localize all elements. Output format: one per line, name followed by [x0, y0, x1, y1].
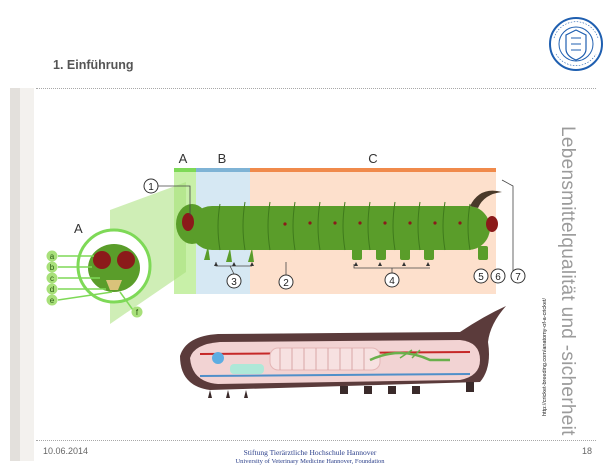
- number-2: 2: [283, 278, 289, 289]
- title-divider: [36, 88, 596, 89]
- caterpillar-anatomy-diagram: A B C: [40, 146, 560, 438]
- number-6: 6: [495, 272, 501, 283]
- left-decor-bar-light: [20, 88, 34, 461]
- page-number: 18: [562, 446, 592, 456]
- slide: 1. Einführung A B C: [0, 0, 610, 461]
- letter-c: c: [50, 274, 54, 283]
- letter-b: b: [50, 263, 55, 272]
- number-5: 5: [478, 272, 484, 283]
- letter-a: a: [50, 252, 55, 261]
- letter-e: e: [50, 296, 55, 305]
- number-4: 4: [389, 276, 395, 287]
- zoom-label-a: A: [74, 221, 83, 236]
- number-1: 1: [148, 182, 154, 193]
- head-zoom: [78, 230, 150, 302]
- internal-anatomy-cutaway: [180, 306, 506, 398]
- left-decor-bar: [10, 88, 20, 461]
- section-label-c: C: [368, 151, 377, 166]
- footer-institution-english: University of Veterinary Medicine Hannov…: [180, 458, 440, 465]
- image-source-url: http://cricket-breeding.com/anatomy-of-a…: [542, 116, 548, 416]
- slide-title: 1. Einführung: [53, 58, 134, 72]
- letter-d: d: [50, 285, 54, 294]
- side-tagline: Lebensmittelqualität und -sicherheit: [556, 126, 578, 476]
- university-seal-logo: [548, 16, 604, 72]
- footer-institution: Stiftung Tierärztliche Hochschule Hannov…: [180, 448, 440, 457]
- number-7: 7: [515, 272, 521, 283]
- section-label-a: A: [179, 151, 188, 166]
- slide-date: 10.06.2014: [43, 446, 88, 456]
- number-3: 3: [231, 277, 237, 288]
- footer-divider: [36, 440, 596, 441]
- section-label-b: B: [218, 151, 227, 166]
